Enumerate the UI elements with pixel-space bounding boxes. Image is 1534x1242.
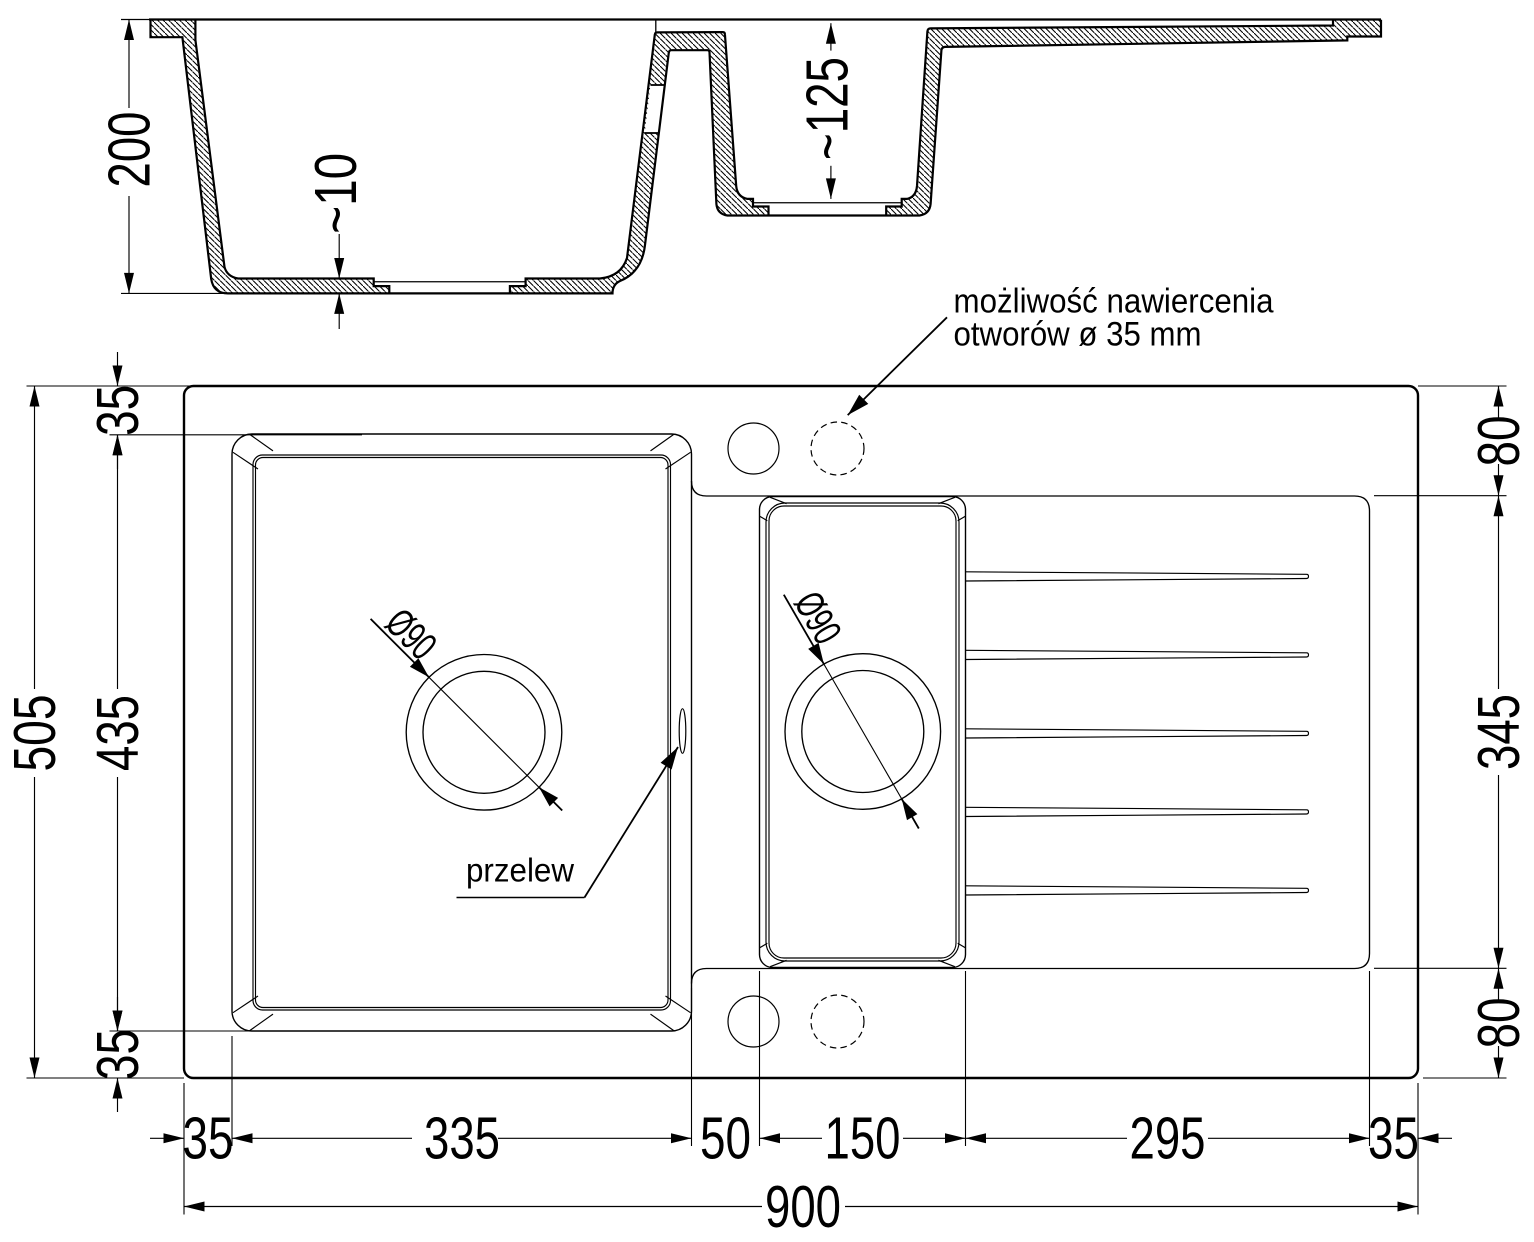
svg-text:345: 345 xyxy=(1466,694,1532,770)
svg-text:150: 150 xyxy=(825,1106,901,1172)
svg-text:otworów ø 35 mm: otworów ø 35 mm xyxy=(954,316,1202,354)
svg-text:35: 35 xyxy=(85,385,151,436)
svg-text:50: 50 xyxy=(700,1106,751,1172)
svg-text:80: 80 xyxy=(1466,416,1532,467)
svg-text:80: 80 xyxy=(1466,998,1532,1049)
svg-text:900: 900 xyxy=(765,1174,841,1240)
svg-text:295: 295 xyxy=(1130,1106,1206,1172)
svg-text:35: 35 xyxy=(85,1029,151,1080)
svg-text:przelew: przelew xyxy=(466,852,574,889)
svg-text:35: 35 xyxy=(1368,1106,1419,1172)
svg-text:~125: ~125 xyxy=(794,57,860,160)
svg-text:505: 505 xyxy=(2,695,68,772)
svg-text:~10: ~10 xyxy=(303,153,369,234)
svg-text:335: 335 xyxy=(424,1106,500,1172)
svg-text:35: 35 xyxy=(183,1106,234,1172)
svg-text:435: 435 xyxy=(85,695,151,771)
svg-text:możliwość nawiercenia: możliwość nawiercenia xyxy=(954,283,1274,321)
svg-text:200: 200 xyxy=(96,112,162,188)
